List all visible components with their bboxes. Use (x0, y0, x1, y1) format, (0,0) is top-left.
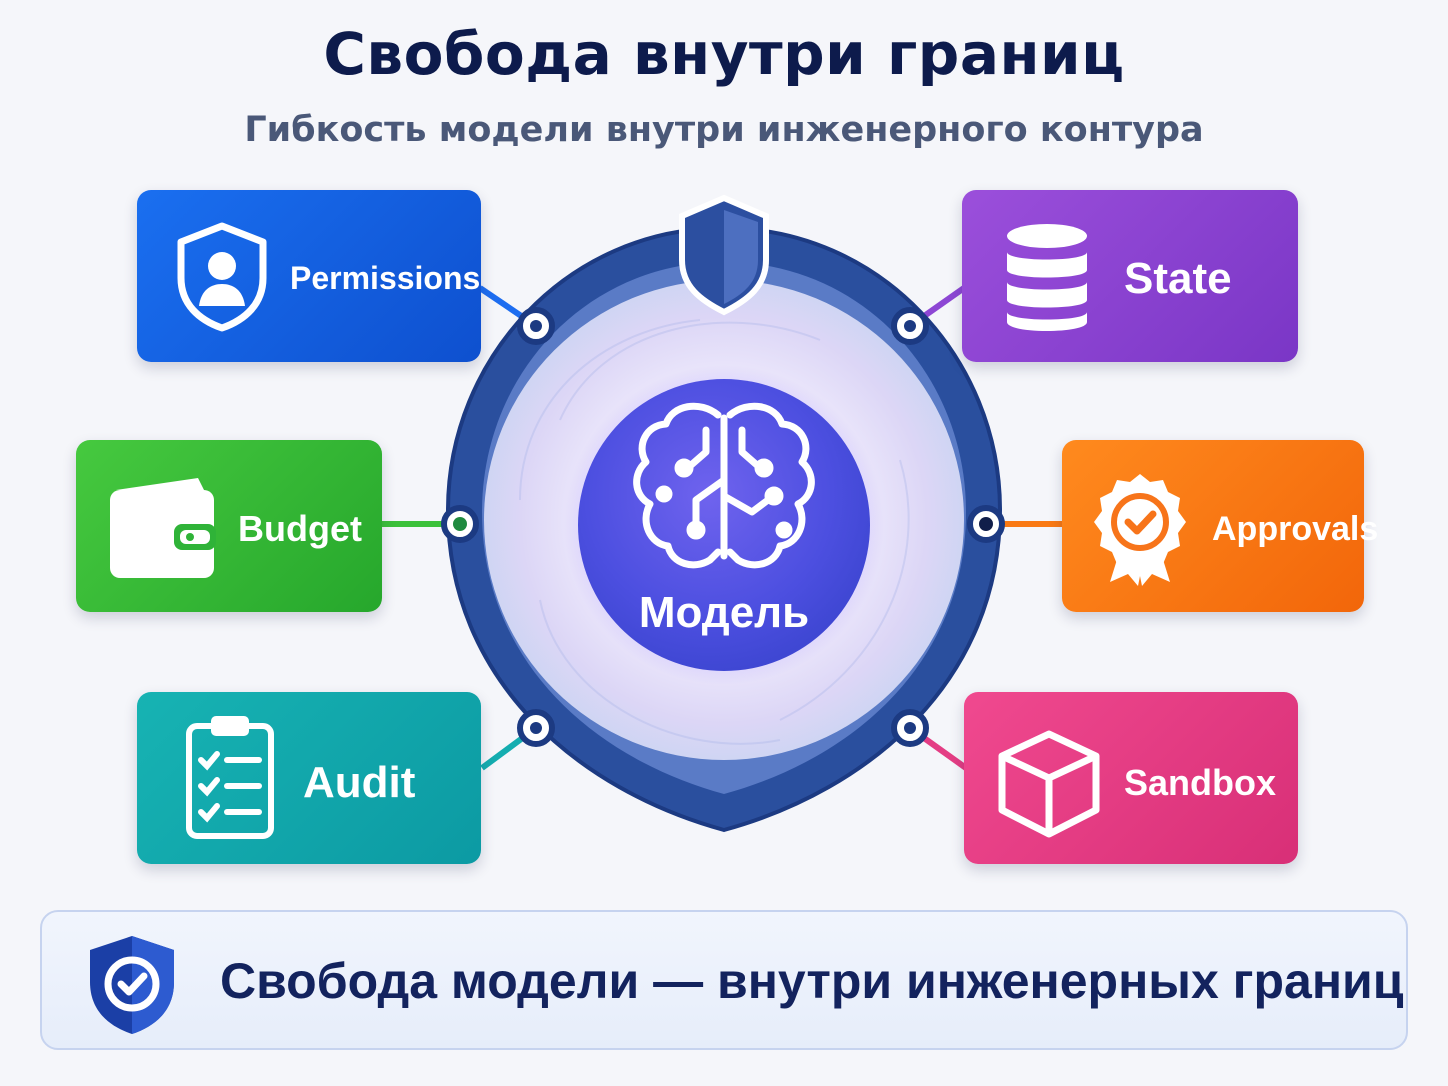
card-audit: Audit (137, 692, 481, 864)
card-sandbox: Sandbox (964, 692, 1298, 864)
database-icon (1007, 224, 1087, 331)
node-sandbox (891, 709, 929, 747)
brain-circuit-icon (633, 402, 815, 569)
state-label: State (1124, 254, 1232, 303)
page-title: Свобода внутри границ (323, 20, 1125, 88)
shield-icon (679, 194, 769, 316)
cube-icon (998, 730, 1100, 838)
page-subtitle: Гибкость модели внутри инженерного конту… (244, 110, 1204, 150)
wallet-icon (110, 478, 216, 578)
bottom-banner: Свобода модели — внутри инженерных грани… (40, 910, 1408, 1050)
audit-label: Audit (303, 758, 416, 807)
card-budget: Budget (76, 440, 382, 612)
node-audit (517, 709, 555, 747)
card-permissions: Permissions (137, 190, 481, 362)
approvals-label: Approvals (1212, 510, 1379, 548)
sandbox-label: Sandbox (1124, 762, 1277, 803)
shield-check-icon (90, 936, 174, 1034)
banner-text: Свобода модели — внутри инженерных грани… (220, 953, 1404, 1009)
budget-label: Budget (238, 508, 362, 549)
clipboard-checklist-icon (186, 716, 274, 839)
card-approvals: Approvals (1062, 440, 1378, 612)
node-permissions (517, 307, 555, 345)
node-budget (441, 505, 479, 543)
card-state: State (962, 190, 1298, 362)
badge-check-icon (1094, 474, 1186, 586)
permissions-label: Permissions (290, 260, 481, 296)
node-state (891, 307, 929, 345)
shield-user-icon (177, 222, 267, 332)
model-label: Модель (638, 588, 810, 637)
node-approvals (967, 505, 1005, 543)
